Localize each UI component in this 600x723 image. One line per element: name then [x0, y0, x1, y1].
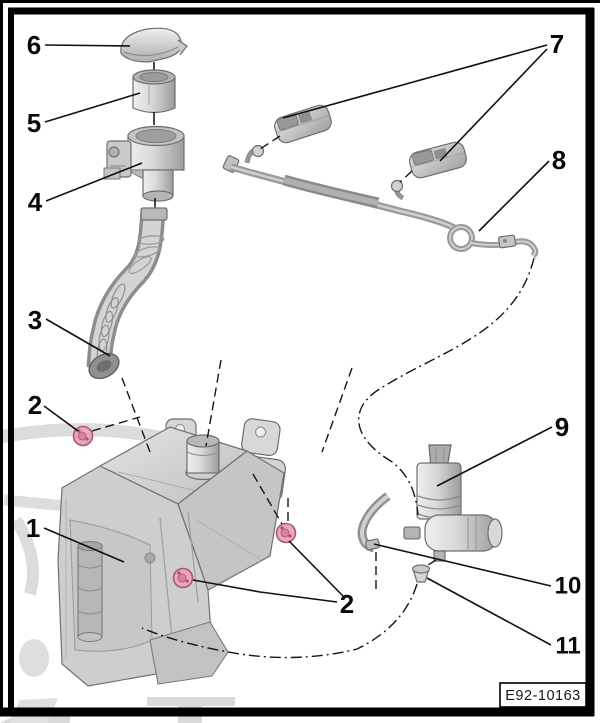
spray-nozzle-left: [274, 104, 332, 144]
pump-outlet-stub: [403, 526, 421, 540]
filler-funnel: [103, 125, 185, 202]
callout-4: 4: [28, 187, 43, 217]
reservoir-cap: [120, 27, 188, 63]
figure-code-text: E92-10163: [505, 688, 580, 704]
hose-clip: [498, 234, 517, 249]
grommet-right: [275, 522, 297, 544]
callout-7: 7: [550, 29, 564, 59]
pump-hose-fitting: [365, 538, 381, 551]
callout-2-left: 2: [28, 390, 42, 420]
pump-barrel: [424, 514, 498, 552]
spray-nozzle-right: [409, 141, 467, 179]
callout-6: 6: [27, 30, 41, 60]
assembly-dashed-lines: [91, 135, 535, 659]
pump-body: [416, 462, 462, 520]
callout-8: 8: [552, 145, 566, 175]
callout-5: 5: [27, 108, 41, 138]
callout-1: 1: [26, 513, 40, 543]
callout-3: 3: [28, 305, 42, 335]
pump-inlet-stub: [433, 550, 446, 562]
callout-11: 11: [555, 633, 580, 660]
reservoir-ear-right-upper: [241, 418, 281, 457]
callout-9: 9: [555, 412, 569, 442]
filler-insert: [132, 69, 176, 114]
funnel-clamp: [103, 140, 132, 180]
washer-pump: [357, 444, 503, 562]
hose-elbow-ball-right: [390, 179, 404, 193]
reservoir-details: [65, 498, 229, 685]
figure-code-box: E92-10163: [499, 682, 587, 708]
pump-seal-grommet: [411, 564, 431, 583]
hose-assembly: [222, 144, 539, 259]
callout-2-bottom: 2: [340, 589, 354, 619]
washer-fluid-reservoir: [57, 418, 287, 687]
callout-leader-lines: [43, 44, 553, 646]
filler-hose: [86, 207, 168, 380]
grommet-bottom: [172, 567, 194, 589]
reservoir-neck: [185, 434, 221, 481]
callout-labels: 6 5 4 3 2 1 7 8 9 10 11 2: [26, 29, 582, 660]
callout-10: 10: [555, 573, 582, 600]
